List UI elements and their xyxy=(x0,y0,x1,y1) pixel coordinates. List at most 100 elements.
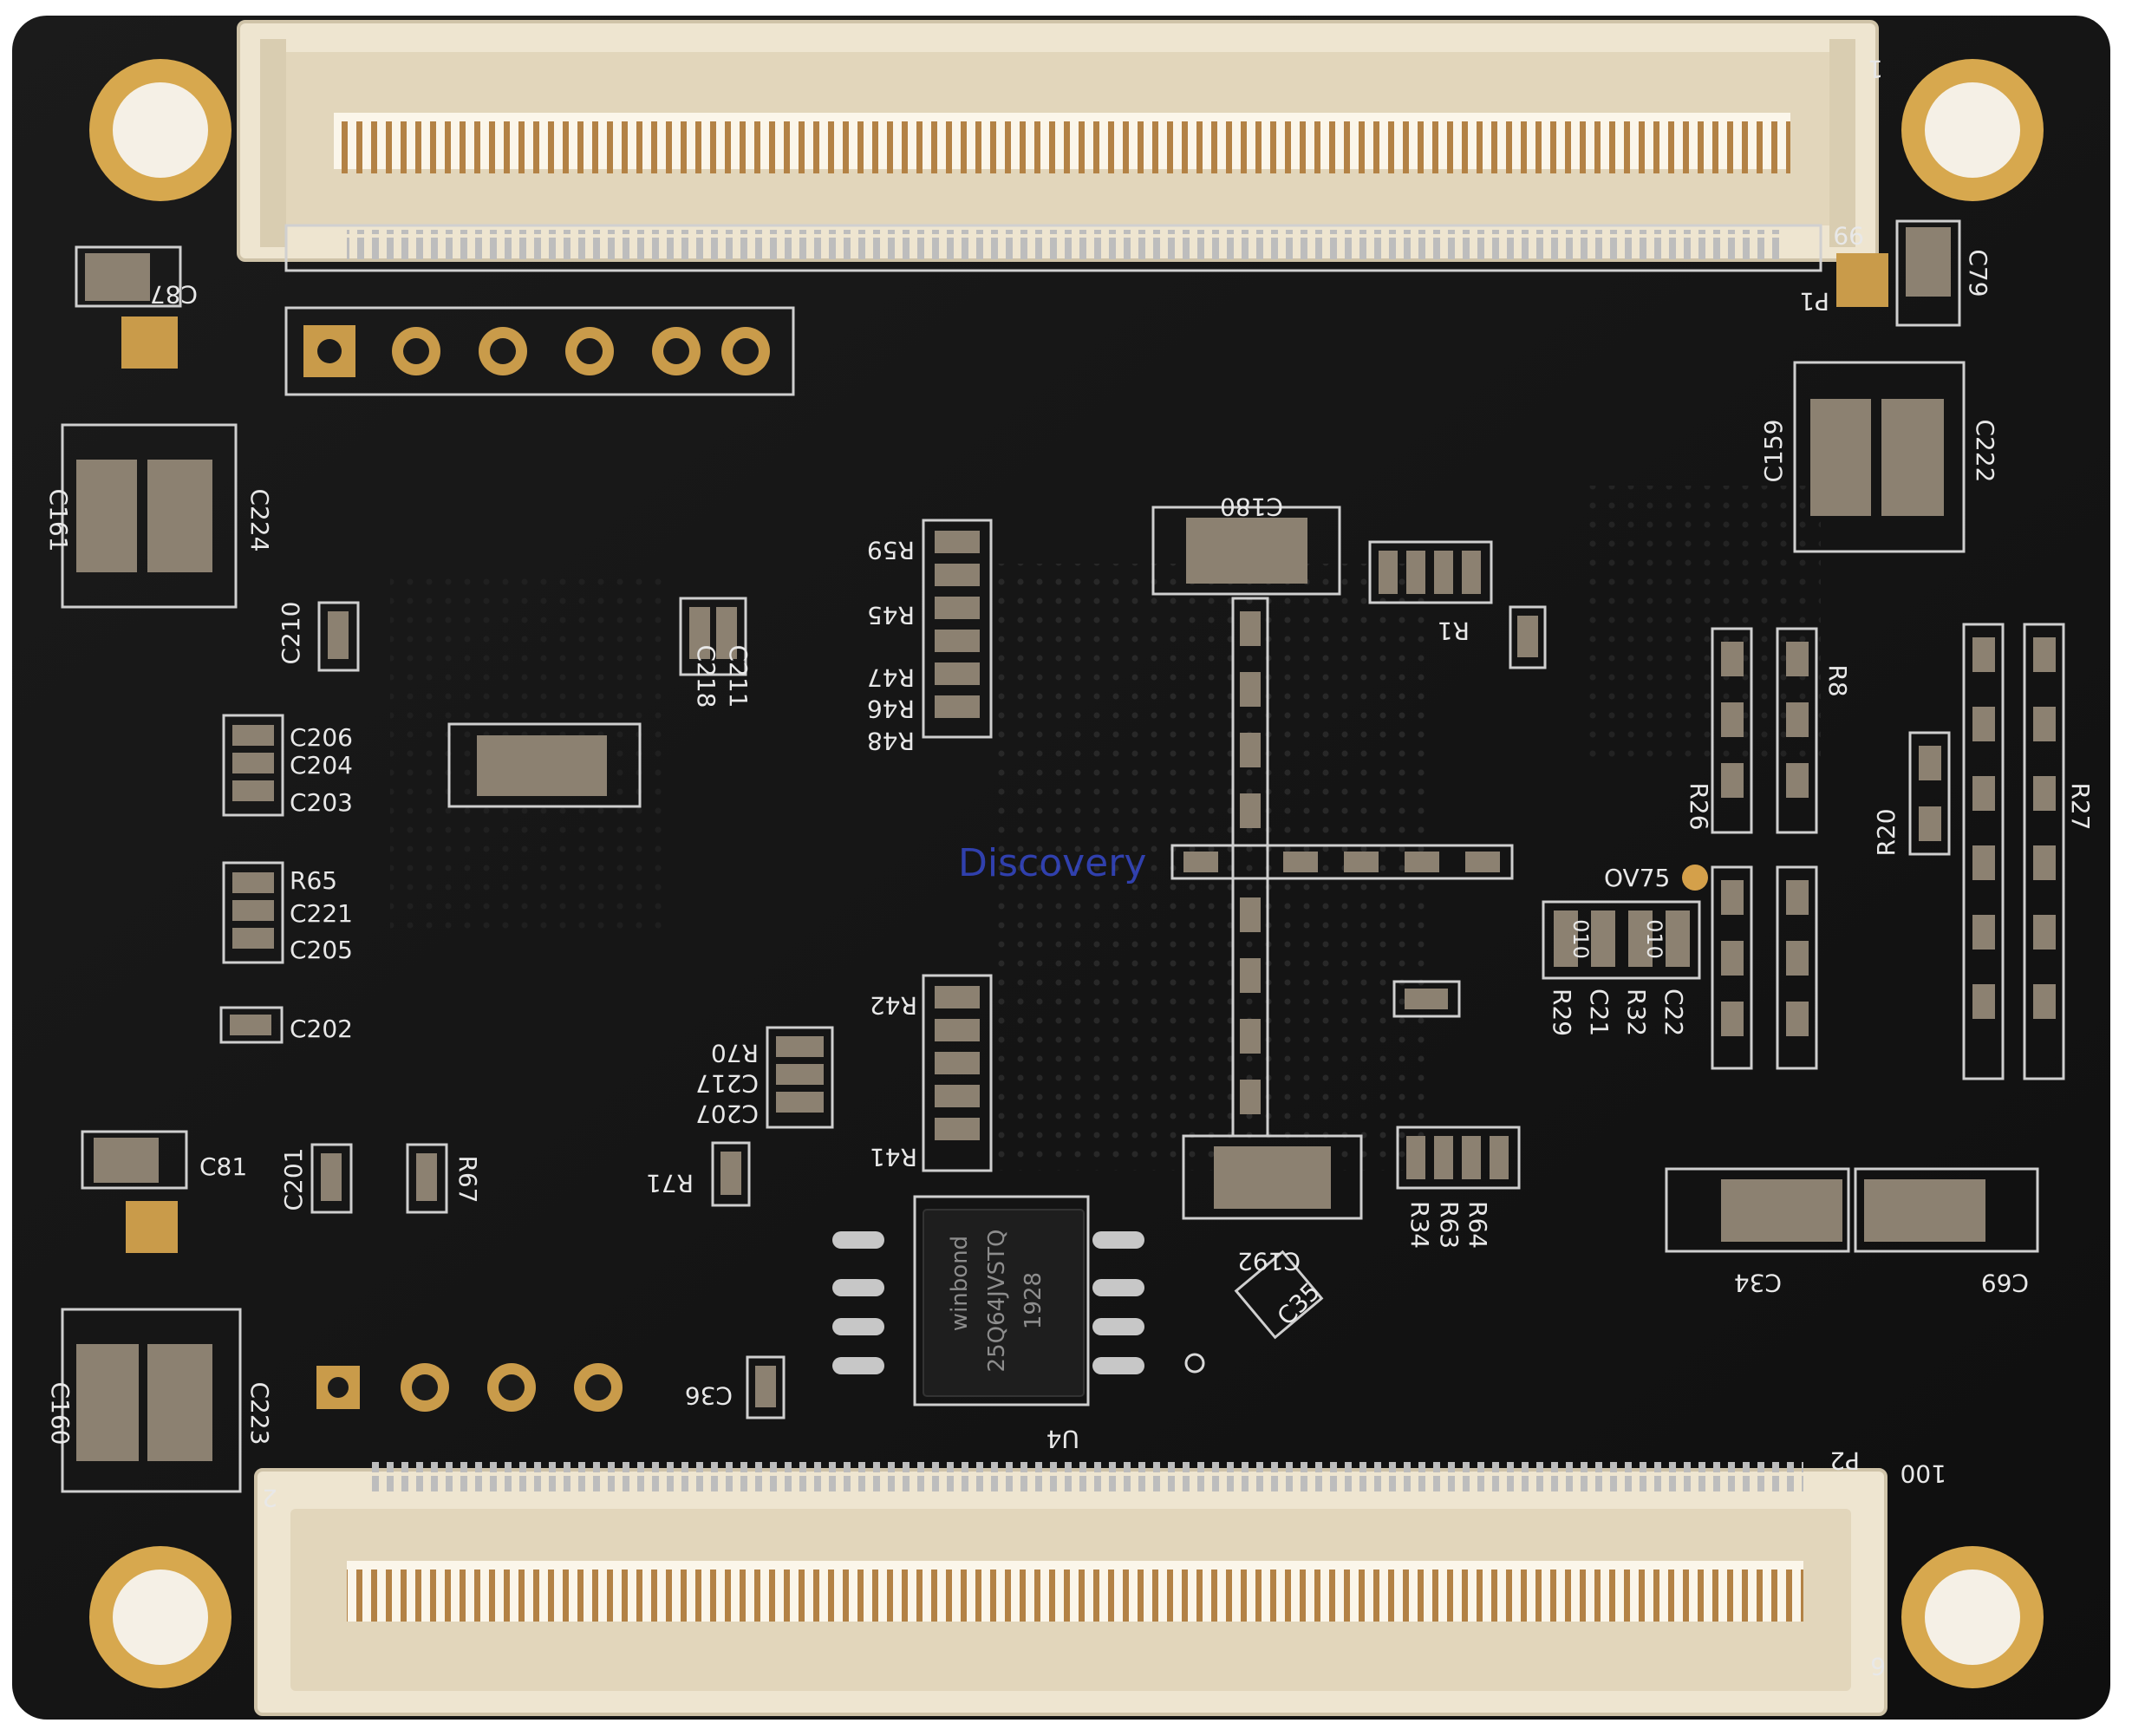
label-c192: C192 xyxy=(1237,1247,1301,1276)
chip-pin1-dot xyxy=(1184,1353,1205,1374)
label-ov75: OV75 xyxy=(1604,864,1670,892)
smd-array-r64 xyxy=(1396,1126,1521,1190)
label-c222: C222 xyxy=(1971,420,1999,483)
label-r41: R41 xyxy=(870,1143,917,1171)
label-c69: C69 xyxy=(1981,1269,2029,1297)
capacitor-c79 xyxy=(1895,219,1961,327)
label-c224: C224 xyxy=(245,489,274,552)
label-p1: P1 xyxy=(1799,287,1829,316)
label-c202: C202 xyxy=(290,1015,353,1043)
chip-date: 1928 xyxy=(1020,1272,1046,1329)
smd-pairs-left xyxy=(219,597,834,1419)
label-c206: C206 xyxy=(290,723,353,752)
label-r45: R45 xyxy=(867,601,915,630)
label-c218: C218 xyxy=(692,645,720,708)
label-r67: R67 xyxy=(453,1155,482,1203)
label-zero-a: 010 xyxy=(1568,919,1593,959)
label-c201: C201 xyxy=(279,1148,308,1211)
label-r65: R65 xyxy=(290,866,337,895)
label-r27: R27 xyxy=(2066,782,2095,830)
label-c161: C161 xyxy=(44,489,73,552)
label-pin-1: 1 xyxy=(1868,55,1883,83)
capacitor-c180 xyxy=(1151,506,1341,596)
label-c22: C22 xyxy=(1659,989,1688,1036)
capacitor-c69 xyxy=(1854,1167,2039,1253)
smd-column-center xyxy=(1170,597,1514,1138)
label-p2: P2 xyxy=(1829,1446,1860,1475)
test-pad-left-mid xyxy=(126,1201,178,1253)
header-6-pin xyxy=(284,306,795,396)
connector-p1-pads xyxy=(347,230,1786,259)
label-c223: C223 xyxy=(245,1382,274,1446)
label-u4: U4 xyxy=(1046,1425,1079,1453)
chip-brand: winbond xyxy=(947,1236,973,1331)
mounting-hole-bottom-right xyxy=(1901,1546,2044,1688)
label-pin-99: 99 xyxy=(1833,221,1864,250)
label-c221: C221 xyxy=(290,899,353,928)
smd-array-r1 xyxy=(1368,540,1493,604)
label-c34: C34 xyxy=(1734,1269,1782,1297)
smd-arrays-right xyxy=(1234,605,2065,1340)
label-r26: R26 xyxy=(1685,782,1713,830)
capacitor-c81 xyxy=(81,1130,188,1190)
watermark: Discovery xyxy=(958,841,1146,885)
label-c79: C79 xyxy=(1964,249,1992,297)
label-r8: R8 xyxy=(1823,664,1852,696)
label-r46: R46 xyxy=(867,695,915,723)
label-c81: C81 xyxy=(199,1152,247,1181)
connector-p2 xyxy=(254,1468,1888,1716)
header-4-pin xyxy=(316,1363,623,1412)
capacitor-c160-c223 xyxy=(61,1308,242,1493)
label-r1: R1 xyxy=(1438,617,1470,645)
label-c159: C159 xyxy=(1759,420,1788,483)
connector-p1-outline xyxy=(284,224,1822,272)
label-c207: C207 xyxy=(695,1100,759,1128)
via-field-right xyxy=(1578,486,1821,763)
label-c21: C21 xyxy=(1585,989,1614,1036)
label-r70: R70 xyxy=(711,1039,759,1067)
label-r29: R29 xyxy=(1548,989,1576,1036)
label-r59: R59 xyxy=(867,536,915,565)
capacitor-c159-c222 xyxy=(1793,361,1966,553)
capacitor-c192 xyxy=(1182,1134,1363,1220)
label-c87: C87 xyxy=(150,280,198,309)
label-r63: R63 xyxy=(1435,1201,1464,1249)
label-r32: R32 xyxy=(1622,989,1651,1036)
capacitor-c161-c224 xyxy=(61,423,238,609)
smd-array-r42-r41 xyxy=(922,974,993,1172)
mounting-hole-top-left xyxy=(89,59,231,201)
capacitor-large-left xyxy=(447,722,642,808)
label-r34: R34 xyxy=(1405,1201,1434,1249)
label-c210: C210 xyxy=(277,602,305,665)
label-pin-2: 2 xyxy=(262,1484,277,1512)
label-c211: C211 xyxy=(724,645,753,708)
test-pad-left-top xyxy=(121,317,178,369)
label-r64: R64 xyxy=(1464,1201,1492,1249)
connector-p1 xyxy=(237,20,1879,262)
label-r71: R71 xyxy=(646,1169,694,1198)
flash-chip-u4 xyxy=(832,1195,1144,1406)
test-pad-right-top xyxy=(1836,253,1888,307)
capacitor-c87 xyxy=(75,245,182,308)
label-c203: C203 xyxy=(290,788,353,817)
label-c36: C36 xyxy=(685,1381,733,1410)
label-c180: C180 xyxy=(1220,493,1283,521)
label-c204: C204 xyxy=(290,751,353,780)
capacitor-c34 xyxy=(1665,1167,1850,1253)
mounting-hole-bottom-left xyxy=(89,1546,231,1688)
mounting-hole-top-right xyxy=(1901,59,2044,201)
label-c160: C160 xyxy=(46,1382,75,1446)
label-zero-b: 010 xyxy=(1642,919,1666,959)
connector-p2-pads xyxy=(364,1462,1803,1491)
label-pin-6: 6 xyxy=(1870,1652,1886,1681)
chip-part: 25Q64JVSTQ xyxy=(984,1230,1010,1373)
label-c217: C217 xyxy=(695,1069,759,1098)
label-c205: C205 xyxy=(290,936,353,964)
label-r20: R20 xyxy=(1872,808,1901,856)
label-r48: R48 xyxy=(867,727,915,755)
label-r47: R47 xyxy=(867,663,915,692)
smd-array-r59-r48 xyxy=(922,519,993,739)
label-pin-100: 100 xyxy=(1901,1459,1946,1488)
label-r42: R42 xyxy=(870,991,917,1020)
